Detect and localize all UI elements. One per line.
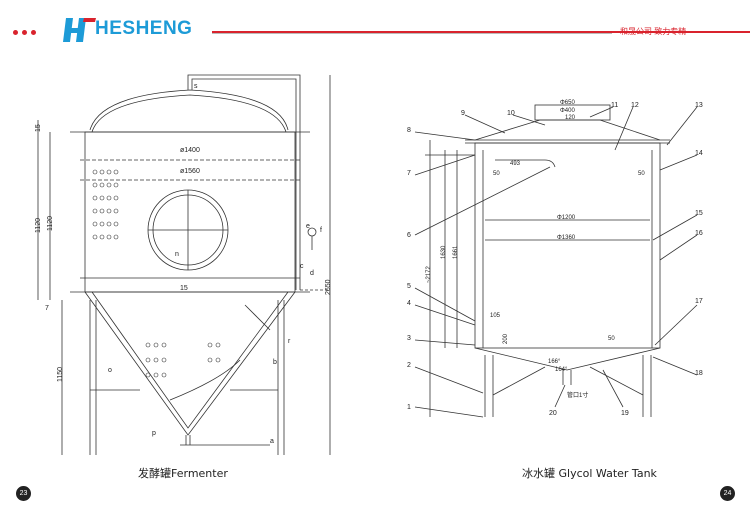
fermenter-caption: 发酵罐Fermenter [138, 467, 228, 480]
callout-13: 13 [695, 102, 703, 109]
hesheng-logo-icon [63, 18, 96, 42]
glycol-tank-drawing: Φ650 Φ400 120 Φ1200 Φ1360 493 1630 1661 … [407, 100, 703, 418]
dot-icon [22, 30, 27, 35]
dim-120: 120 [565, 115, 576, 121]
dim-15a: 15 [35, 124, 42, 132]
callout-11: 11 [611, 102, 618, 109]
label-f: f [320, 227, 322, 234]
dim-1630: 1630 [441, 245, 447, 259]
dim-1661: 1661 [453, 245, 459, 259]
dim-d1200: Φ1200 [557, 215, 576, 221]
fermenter-drawing: ø1400 ø1560 15 1120 1120 7 1150 2650 15 … [35, 74, 332, 455]
dim-50c: 50 [608, 336, 615, 342]
label-e: e [306, 223, 310, 230]
dot-icon [13, 30, 18, 35]
dim-d400: Φ400 [560, 108, 575, 114]
label-b: b [273, 359, 277, 366]
callout-9: 9 [461, 110, 465, 117]
page-number-left: 23 [16, 486, 31, 501]
callout-7: 7 [407, 170, 411, 177]
callout-8: 8 [407, 127, 411, 134]
dim-200: 200 [503, 333, 509, 344]
dim-1150: 1150 [57, 367, 64, 382]
callout-17: 17 [695, 298, 703, 305]
slogan: 和晟公司 致力专精 [620, 27, 687, 36]
callout-2: 2 [407, 362, 411, 369]
callout-3: 3 [407, 335, 411, 342]
callout-5: 5 [407, 283, 411, 290]
header-divider-thin [212, 33, 612, 34]
dim-105: 105 [490, 313, 501, 319]
label-d: d [310, 270, 314, 277]
dim-1120b: 1120 [47, 216, 54, 231]
label-p: p [152, 430, 156, 437]
page-number-right: 24 [720, 486, 735, 501]
callout-14: 14 [695, 150, 703, 157]
callout-20: 20 [549, 410, 557, 417]
label-n: n [175, 251, 179, 258]
callout-15: 15 [695, 210, 703, 217]
dim-493: 493 [510, 161, 521, 167]
label-r: r [288, 338, 291, 345]
callout-19: 19 [621, 410, 629, 417]
brand-name: HESHENG [95, 18, 193, 39]
dim-d1560: ø1560 [180, 168, 200, 175]
dim-50a: 50 [493, 171, 500, 177]
dot-icon [31, 30, 36, 35]
callout-6: 6 [407, 232, 411, 239]
glycol-tank-caption: 冰水罐 Glycol Water Tank [522, 467, 657, 480]
callout-10: 10 [507, 110, 515, 117]
dim-50b: 50 [638, 171, 645, 177]
decorative-dots [13, 30, 36, 35]
dim-2172: ~2172 [426, 265, 432, 283]
callout-1: 1 [407, 404, 411, 411]
callout-16: 16 [695, 230, 703, 237]
callout-4: 4 [407, 300, 411, 307]
header-divider [212, 31, 750, 33]
dim-7: 7 [45, 305, 49, 312]
label-c: c [300, 263, 304, 270]
dim-angle1: 166° [548, 359, 561, 365]
label-a: a [270, 438, 274, 445]
dim-d1360: Φ1360 [557, 235, 576, 241]
callout-18: 18 [695, 370, 703, 377]
dim-2650: 2650 [325, 279, 332, 295]
label-s: s [194, 83, 198, 90]
dim-angle2: 164° [555, 367, 568, 373]
label-o: o [108, 367, 112, 374]
dim-d650: Φ650 [560, 100, 575, 106]
dim-15b: 15 [180, 285, 188, 292]
callout-12: 12 [631, 102, 639, 109]
dim-d1400: ø1400 [180, 147, 200, 154]
dim-1120a: 1120 [35, 218, 42, 233]
dim-pipe: 管口1寸 [567, 391, 588, 399]
